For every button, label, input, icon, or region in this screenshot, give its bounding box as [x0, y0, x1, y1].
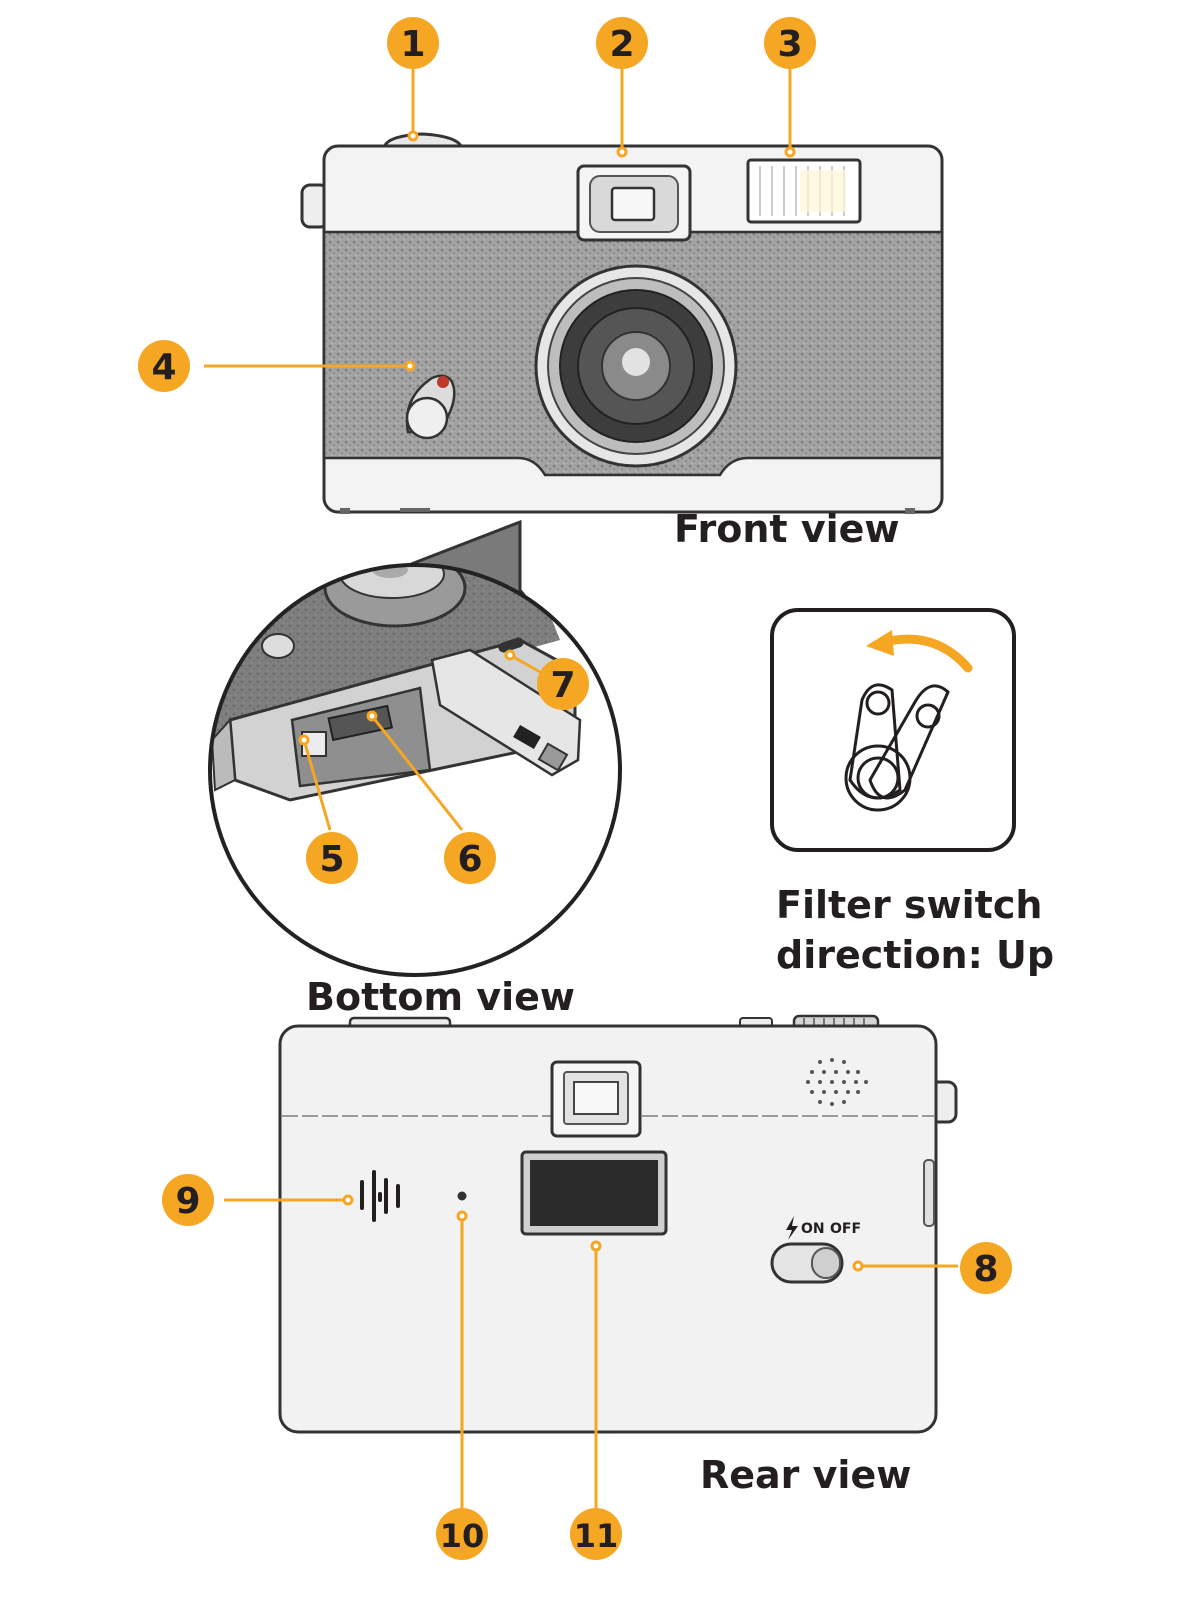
svg-text:6: 6: [457, 839, 482, 880]
rear-view-label: Rear view: [700, 1453, 911, 1497]
compartment-door: [430, 648, 582, 777]
callout-5: 5: [306, 832, 358, 884]
svg-text:10: 10: [440, 1517, 485, 1555]
rear-view: ON OFF: [278, 1014, 958, 1434]
usb-port: [498, 637, 524, 653]
bottom-view-magnifier: [208, 563, 622, 977]
curved-arrow-icon: [880, 634, 973, 673]
microphone-icon: [360, 1170, 400, 1222]
callout-4: 4: [138, 340, 190, 392]
callout-10: 10: [436, 1508, 488, 1560]
flash-bolt-icon: [786, 1216, 798, 1240]
svg-text:11: 11: [574, 1517, 619, 1555]
flash-switch-on-label: ON: [801, 1221, 825, 1237]
svg-text:8: 8: [973, 1249, 998, 1290]
callout-11: 11: [570, 1508, 622, 1560]
callout-8: 8: [960, 1242, 1012, 1294]
svg-text:4: 4: [151, 347, 176, 388]
callout-1: 1: [387, 17, 439, 69]
filter-switch-knob: [405, 374, 456, 440]
callout-6: 6: [444, 832, 496, 884]
front-view-label: Front view: [674, 507, 900, 551]
battery-compartment: [290, 686, 432, 788]
bottom-view: [208, 519, 622, 977]
lens: [534, 264, 738, 468]
bottom-feet: [340, 508, 915, 514]
front-view: [300, 132, 944, 514]
flash-switch: ON OFF: [770, 1216, 861, 1284]
speaker-grille: [806, 1058, 868, 1106]
callout-9: 9: [162, 1174, 214, 1226]
svg-text:3: 3: [777, 24, 802, 65]
svg-text:7: 7: [550, 665, 575, 706]
svg-text:5: 5: [319, 839, 344, 880]
svg-text:2: 2: [609, 24, 634, 65]
filter-switch-icon: [844, 683, 950, 812]
svg-text:9: 9: [175, 1181, 200, 1222]
callout-2: 2: [596, 17, 648, 69]
flash-switch-off-label: OFF: [830, 1221, 861, 1237]
bottom-view-label: Bottom view: [306, 975, 575, 1019]
filter-label-line2: direction: Up: [776, 933, 1054, 977]
filter-switch-inset: [770, 608, 1016, 852]
viewfinder-window: [610, 186, 656, 222]
leader-anchors: [298, 130, 864, 1272]
callout-badges: 1 2 3 4 5 6 7 8 9 10 11: [138, 17, 1012, 1560]
leader-lines: [204, 68, 958, 1508]
indicator-light: [457, 1191, 467, 1201]
callout-7: 7: [537, 658, 589, 710]
callout-3: 3: [764, 17, 816, 69]
filter-label-line1: Filter switch: [776, 883, 1042, 927]
svg-text:1: 1: [400, 24, 425, 65]
